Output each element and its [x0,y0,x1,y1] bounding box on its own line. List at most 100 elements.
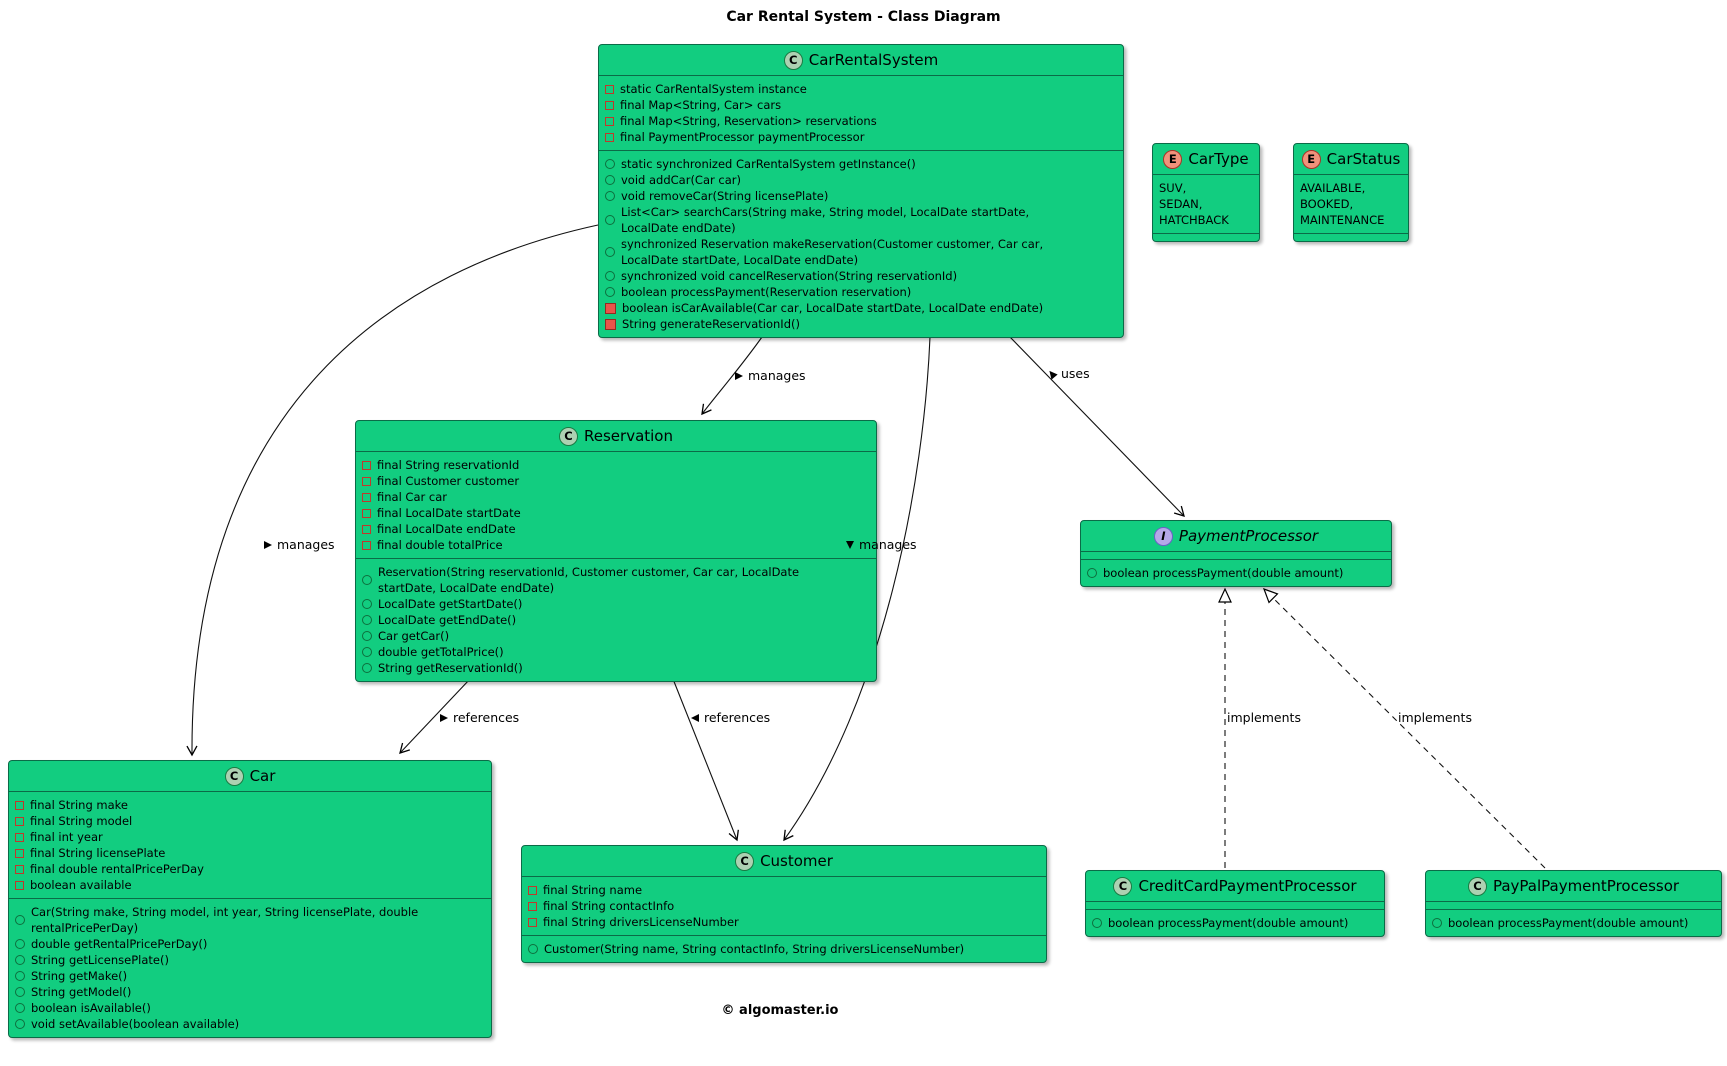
member-text: Reservation(String reservationId, Custom… [378,565,800,595]
member-text: LocalDate getEndDate() [378,613,517,627]
class-badge-icon: C [783,50,803,70]
member-text: final Map<String, Reservation> reservati… [620,114,877,128]
public-method-icon [362,647,372,657]
edge-label-text: references [704,710,771,725]
methods-compartment: Car(String make, String model, int year,… [9,899,491,1037]
public-method-icon [605,159,615,169]
enum-badge-icon: E [1301,149,1321,169]
member-row: final String licensePlate [9,845,491,861]
public-method-icon [15,971,25,981]
member-text: double getTotalPrice() [378,645,504,659]
methods-compartment: Customer(String name, String contactInfo… [522,936,1046,962]
edge-paypal-implements-paymentprocessor [1262,587,1546,869]
member-text: final String licensePlate [30,846,166,860]
member-text: final String model [30,814,133,828]
member-text: Car getCar() [378,629,450,643]
member-text: static synchronized CarRentalSystem getI… [621,157,916,171]
private-field-icon [605,100,614,110]
member-row: synchronized Reservation makeReservation… [599,236,1123,268]
member-text: void setAvailable(boolean available) [31,1017,240,1031]
member-row: static synchronized CarRentalSystem getI… [599,156,1123,172]
enum-name: CarType [1188,150,1249,168]
member-row: String getReservationId() [356,660,876,676]
class-name: Car [249,767,276,785]
member-text: LocalDate getStartDate() [378,597,523,611]
methods-compartment: boolean processPayment(double amount) [1086,910,1384,936]
member-text: final int year [30,830,103,844]
member-text: String generateReservationId() [622,317,800,331]
triangle-left-icon [691,713,699,722]
public-method-icon [1432,918,1442,928]
public-method-icon [362,599,372,609]
member-row: String getMake() [9,968,491,984]
member-text: boolean processPayment(double amount) [1448,916,1689,930]
edge-label-manages-car: manages [264,537,335,552]
member-text: MAINTENANCE [1300,213,1385,227]
edge-label-references-customer: references [691,710,770,725]
class-carrentalsystem: C CarRentalSystem static CarRentalSystem… [598,44,1124,338]
class-name: Reservation [584,427,673,445]
enum-values-compartment: AVAILABLE,BOOKED,MAINTENANCE [1294,175,1408,234]
member-text: Car(String make, String model, int year,… [31,905,419,935]
member-row: final int year [9,829,491,845]
member-text: final double totalPrice [377,538,503,552]
member-row: double getTotalPrice() [356,644,876,660]
edge-label-text: manages [859,537,917,552]
member-row: final double rentalPricePerDay [9,861,491,877]
public-method-icon [362,615,372,625]
empty-compartment [1153,234,1259,241]
methods-compartment: Reservation(String reservationId, Custom… [356,559,876,681]
enum-name: CarStatus [1326,150,1401,168]
member-row: double getRentalPricePerDay() [9,936,491,952]
member-row: boolean processPayment(double amount) [1081,565,1391,581]
member-text: String getLicensePlate() [31,953,169,967]
member-row: final PaymentProcessor paymentProcessor [599,129,1123,145]
edge-label-implements-paypal: implements [1398,710,1472,725]
member-row: boolean processPayment(double amount) [1426,915,1721,931]
public-method-icon [605,191,615,201]
member-row: final String reservationId [356,457,876,473]
edge-label-text: implements [1227,710,1301,725]
member-row: final Car car [356,489,876,505]
member-row: final Map<String, Car> cars [599,97,1123,113]
public-method-icon [1087,568,1097,578]
methods-compartment: static synchronized CarRentalSystem getI… [599,151,1123,337]
class-title: C Car [9,761,491,792]
member-text: boolean processPayment(double amount) [1108,916,1349,930]
public-method-icon [605,247,615,257]
member-text: void removeCar(String licensePlate) [621,189,829,203]
enum-carstatus: E CarStatus AVAILABLE,BOOKED,MAINTENANCE [1293,143,1409,242]
class-badge-icon: C [559,426,578,446]
class-title: C PayPalPaymentProcessor [1426,871,1721,902]
member-text: HATCHBACK [1159,213,1229,227]
interface-badge-icon: I [1153,526,1173,546]
public-method-icon [605,175,615,185]
enum-values-compartment: SUV,SEDAN,HATCHBACK [1153,175,1259,234]
private-field-icon [605,132,614,142]
member-row: BOOKED, [1294,196,1408,212]
triangle-up-left-icon [1046,367,1058,380]
empty-compartment [1294,234,1408,241]
private-field-icon [15,864,24,874]
member-text: List<Car> searchCars(String make, String… [621,205,1030,235]
triangle-down-icon [846,540,854,549]
class-badge-icon: C [224,766,244,786]
enum-badge-icon: E [1163,149,1183,169]
edge-label-manages-reservation: manages [735,368,806,383]
member-text: boolean processPayment(Reservation reser… [621,285,912,299]
methods-compartment: boolean processPayment(double amount) [1081,560,1391,586]
public-method-icon [15,1019,25,1029]
edge-reservation-references-customer [672,678,739,842]
member-text: String getModel() [31,985,132,999]
member-row: Car(String make, String model, int year,… [9,904,491,936]
member-text: final Car car [377,490,447,504]
public-method-icon [605,271,615,281]
private-field-icon [528,885,537,895]
interface-name: PaymentProcessor [1178,527,1319,545]
public-method-icon [362,575,372,585]
member-row: Car getCar() [356,628,876,644]
